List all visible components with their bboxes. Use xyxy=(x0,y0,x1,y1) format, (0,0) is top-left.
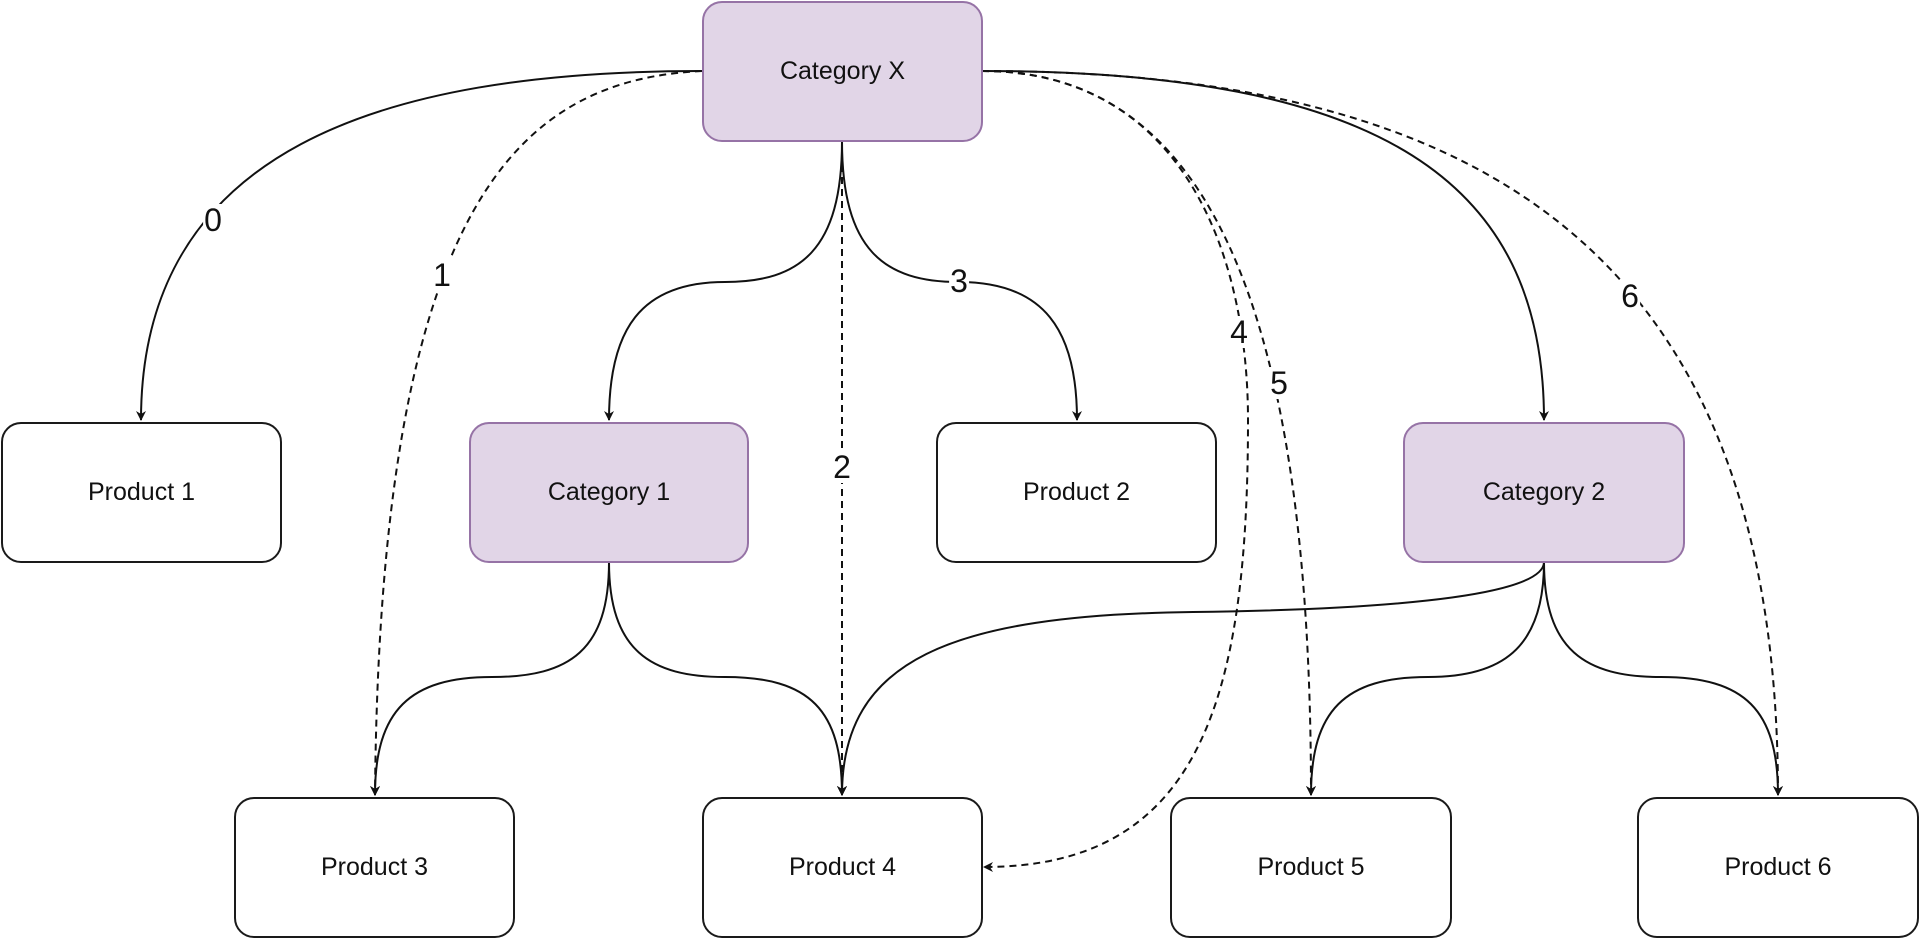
edge-label-4: 4 xyxy=(1229,314,1249,350)
edge-label-2: 2 xyxy=(832,449,852,485)
node-label: Product 4 xyxy=(788,853,896,881)
node-category-x[interactable]: Category X xyxy=(702,1,983,142)
edge-cat2-p6[interactable] xyxy=(1543,561,1783,796)
edge-catX-p1[interactable] xyxy=(136,70,703,421)
node-label: Product 3 xyxy=(320,853,428,881)
node-product-4[interactable]: Product 4 xyxy=(702,797,983,938)
node-label: Category 2 xyxy=(1482,478,1606,506)
node-label: Category 1 xyxy=(547,478,671,506)
edge-catX-p3[interactable] xyxy=(370,70,703,796)
edge-catX-p6[interactable] xyxy=(981,70,1783,796)
edge-label-0: 0 xyxy=(203,202,223,238)
node-product-3[interactable]: Product 3 xyxy=(234,797,515,938)
edge-label-5: 5 xyxy=(1269,365,1289,401)
edge-label-3: 3 xyxy=(949,263,969,299)
edge-cat1-p3[interactable] xyxy=(370,561,610,796)
edge-label-1: 1 xyxy=(432,257,452,293)
node-label: Product 2 xyxy=(1022,478,1130,506)
node-product-2[interactable]: Product 2 xyxy=(936,422,1217,563)
edge-catX-p5[interactable] xyxy=(981,70,1316,796)
node-category-1[interactable]: Category 1 xyxy=(469,422,749,563)
edge-catX-cat2[interactable] xyxy=(981,70,1549,421)
edge-cat2-p5[interactable] xyxy=(1306,561,1545,796)
node-product-5[interactable]: Product 5 xyxy=(1170,797,1452,938)
node-label: Product 5 xyxy=(1257,853,1365,881)
edge-cat2-p4[interactable] xyxy=(837,561,1545,796)
node-label: Category X xyxy=(779,57,906,85)
node-label: Product 1 xyxy=(87,478,195,506)
edge-label-6: 6 xyxy=(1620,278,1640,314)
node-product-6[interactable]: Product 6 xyxy=(1637,797,1919,938)
node-label: Product 6 xyxy=(1724,853,1832,881)
node-category-2[interactable]: Category 2 xyxy=(1403,422,1685,563)
edge-cat1-p4[interactable] xyxy=(608,561,847,796)
edge-catX-cat1[interactable] xyxy=(604,140,843,421)
node-product-1[interactable]: Product 1 xyxy=(1,422,282,563)
